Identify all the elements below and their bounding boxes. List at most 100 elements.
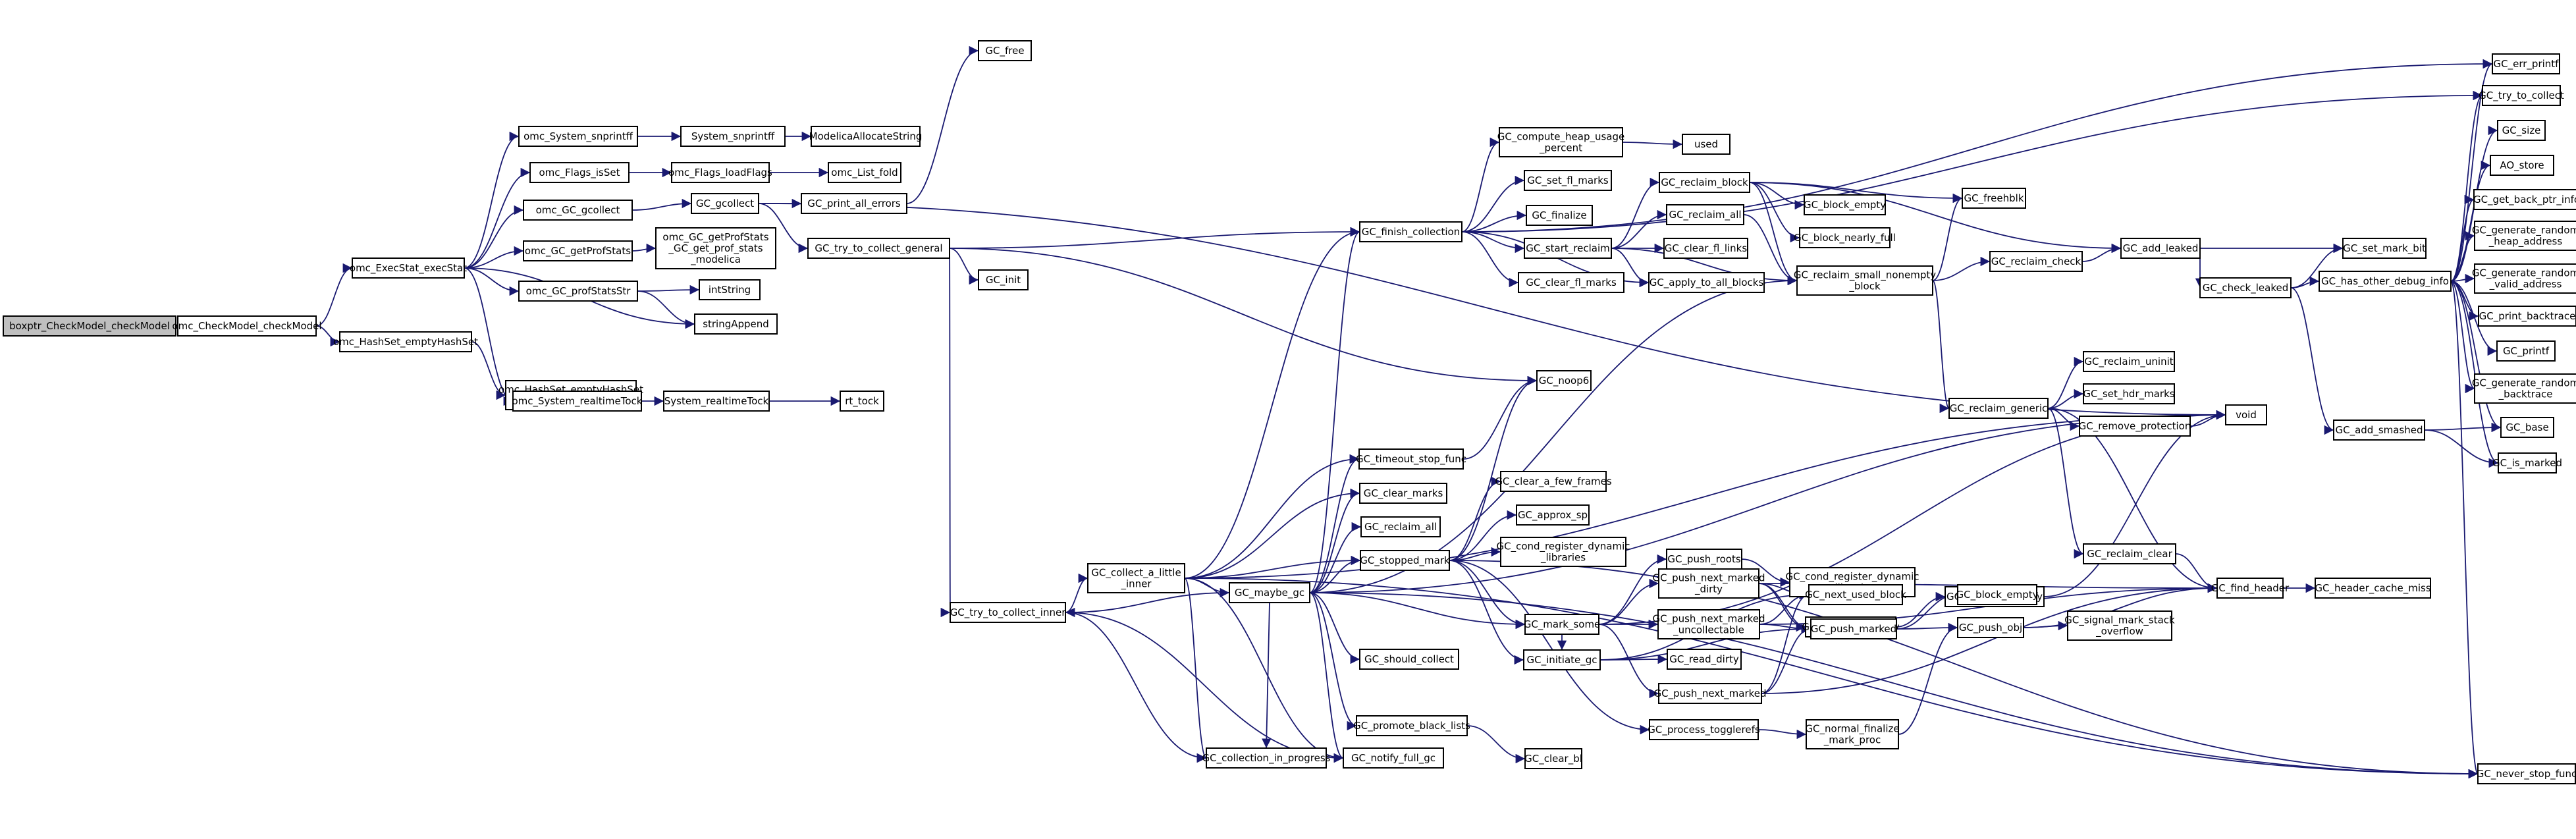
- node-boxptr-checkmodel-checkmodel[interactable]: boxptr_CheckModel_checkModel: [3, 315, 176, 337]
- node-gc-err-printf[interactable]: GC_err_printf: [2492, 53, 2560, 74]
- node-gc-clear-a-few-frames[interactable]: GC_clear_a_few_frames: [1495, 471, 1612, 492]
- node-modelicaallocatestring[interactable]: ModelicaAllocateString: [809, 126, 923, 147]
- node-gc-push-obj[interactable]: GC_push_obj: [1957, 617, 2024, 638]
- node-gc-generate-random-valid-address[interactable]: GC_generate_random_valid_address: [2472, 263, 2576, 294]
- node-gc-block-nearly-full[interactable]: GC_block_nearly_full: [1794, 227, 1896, 248]
- node-gc-maybe-gc[interactable]: GC_maybe_gc: [1229, 582, 1310, 603]
- node-system-realtimetock[interactable]: System_realtimeTock: [663, 391, 770, 412]
- node-stringappend[interactable]: stringAppend: [694, 313, 778, 335]
- node-gc-clear-fl-marks[interactable]: GC_clear_fl_marks: [1518, 272, 1624, 293]
- node-gc-size[interactable]: GC_size: [2497, 120, 2546, 141]
- node-box: [828, 162, 901, 183]
- node-gc-normal-finalize-mark-proc[interactable]: GC_normal_finalize_mark_proc: [1805, 719, 1900, 749]
- node-gc-never-stop-func[interactable]: GC_never_stop_func: [2477, 763, 2576, 784]
- node-gc-clear-fl-links[interactable]: GC_clear_fl_links: [1663, 238, 1748, 259]
- node-gc-collection-in-progress[interactable]: GC_collection_in_progress: [1202, 747, 1331, 769]
- node-gc-notify-full-gc[interactable]: GC_notify_full_gc: [1343, 747, 1444, 769]
- node-gc-push-next-marked-dirty[interactable]: GC_push_next_marked_dirty: [1652, 568, 1765, 599]
- node-omc-list-fold[interactable]: omc_List_fold: [828, 162, 901, 183]
- node-gc-set-fl-marks[interactable]: GC_set_fl_marks: [1524, 170, 1612, 191]
- node-void[interactable]: void: [2225, 404, 2267, 425]
- node-gc-reclaim-all[interactable]: GC_reclaim_all: [1666, 204, 1744, 225]
- node-gc-print-backtrace[interactable]: GC_print_backtrace: [2478, 306, 2576, 327]
- node-gc-noop6[interactable]: GC_noop6: [1536, 370, 1592, 391]
- node-gc-promote-black-lists[interactable]: GC_promote_black_lists: [1353, 715, 1470, 736]
- node-gc-process-togglerefs[interactable]: GC_process_togglerefs: [1648, 719, 1760, 740]
- node-omc-gc-getprofstats[interactable]: omc_GC_getProfStats: [523, 240, 633, 261]
- node-gc-set-mark-bit[interactable]: GC_set_mark_bit: [2342, 238, 2427, 259]
- node-gc-base[interactable]: GC_base: [2500, 417, 2554, 438]
- node-ao-store[interactable]: AO_store: [2490, 155, 2554, 176]
- node-gc-reclaim-all[interactable]: GC_reclaim_all: [1360, 516, 1441, 537]
- node-gc-print-all-errors[interactable]: GC_print_all_errors: [801, 193, 907, 214]
- node-gc-block-empty[interactable]: GC_block_empty: [1956, 584, 2039, 605]
- node-omc-flags-isset[interactable]: omc_Flags_isSet: [529, 162, 630, 183]
- node-label: AO_store: [2500, 159, 2544, 172]
- node-gc-generate-random-heap-address[interactable]: GC_generate_random_heap_address: [2472, 221, 2576, 251]
- node-gc-reclaim-uninit[interactable]: GC_reclaim_uninit: [2083, 351, 2175, 372]
- node-omc-system-snprintff[interactable]: omc_System_snprintff: [518, 126, 638, 147]
- node-gc-freehblk[interactable]: GC_freehblk: [1962, 188, 2026, 209]
- node-gc-start-reclaim[interactable]: GC_start_reclaim: [1524, 238, 1612, 259]
- node-omc-flags-loadflags[interactable]: omc_Flags_loadFlags: [668, 162, 772, 183]
- node-gc-gcollect[interactable]: GC_gcollect: [691, 193, 759, 214]
- node-gc-read-dirty[interactable]: GC_read_dirty: [1667, 649, 1742, 670]
- node-omc-gc-profstatsstr[interactable]: omc_GC_profStatsStr: [518, 281, 638, 302]
- node-gc-check-leaked[interactable]: GC_check_leaked: [2199, 277, 2292, 298]
- node-gc-reclaim-clear[interactable]: GC_reclaim_clear: [2083, 543, 2176, 564]
- node-gc-try-to-collect-general[interactable]: GC_try_to_collect_general: [807, 238, 950, 259]
- edge-n48-n59: [1598, 554, 1667, 625]
- node-gc-signal-mark-stack-overflow[interactable]: GC_signal_mark_stack_overflow: [2064, 610, 2175, 641]
- node-gc-should-collect[interactable]: GC_should_collect: [1359, 649, 1459, 670]
- node-gc-try-to-collect-inner[interactable]: GC_try_to_collect_inner: [950, 602, 1067, 623]
- node-gc-clear-bl[interactable]: GC_clear_bl: [1524, 748, 1582, 769]
- node-gc-initiate-gc[interactable]: GC_initiate_gc: [1523, 649, 1601, 670]
- node-gc-collect-a-little-inner[interactable]: GC_collect_a_little_inner: [1087, 563, 1185, 593]
- node-gc-has-other-debug-info[interactable]: GC_has_other_debug_info: [2319, 271, 2452, 292]
- node-gc-try-to-collect[interactable]: GC_try_to_collect: [2479, 85, 2564, 106]
- node-gc-push-marked[interactable]: GC_push_marked: [1810, 618, 1897, 639]
- node-gc-set-hdr-marks[interactable]: GC_set_hdr_marks: [2083, 383, 2175, 404]
- node-gc-add-leaked[interactable]: GC_add_leaked: [2120, 238, 2201, 259]
- node-omc-gc-getprofstats-gc-get-prof-stats-modelica[interactable]: omc_GC_getProfStats_GC_get_prof_stats_mo…: [655, 227, 776, 269]
- node-omc-gc-gcollect[interactable]: omc_GC_gcollect: [523, 200, 633, 221]
- node-gc-next-used-block[interactable]: GC_next_used_block: [1805, 584, 1906, 605]
- node-gc-mark-some[interactable]: GC_mark_some: [1524, 614, 1601, 635]
- node-gc-is-marked[interactable]: GC_is_marked: [2492, 452, 2562, 474]
- node-gc-init[interactable]: GC_init: [978, 269, 1029, 290]
- node-omc-hashset-emptyhashset[interactable]: omc_HashSet_emptyHashSet: [333, 331, 478, 352]
- node-gc-reclaim-block[interactable]: GC_reclaim_block: [1659, 172, 1750, 193]
- node-gc-reclaim-generic[interactable]: GC_reclaim_generic: [1948, 398, 2049, 419]
- node-gc-push-next-marked-uncollectable[interactable]: GC_push_next_marked_uncollectable: [1652, 609, 1765, 639]
- node-intstring[interactable]: intString: [699, 279, 761, 300]
- node-gc-finalize[interactable]: GC_finalize: [1526, 205, 1593, 226]
- node-box: [1806, 719, 1899, 749]
- node-gc-remove-protection[interactable]: GC_remove_protection: [2079, 416, 2191, 437]
- node-gc-free[interactable]: GC_free: [978, 40, 1032, 61]
- node-gc-apply-to-all-blocks[interactable]: GC_apply_to_all_blocks: [1648, 272, 1765, 293]
- node-gc-add-smashed[interactable]: GC_add_smashed: [2333, 420, 2425, 441]
- node-rt-tock[interactable]: rt_tock: [840, 391, 884, 412]
- node-gc-stopped-mark[interactable]: GC_stopped_mark: [1360, 550, 1450, 571]
- node-gc-push-roots[interactable]: GC_push_roots: [1666, 549, 1742, 570]
- node-gc-reclaim-small-nonempty-block[interactable]: GC_reclaim_small_nonempty_block: [1794, 265, 1936, 296]
- node-gc-reclaim-check[interactable]: GC_reclaim_check: [1989, 251, 2083, 272]
- node-system-snprintff[interactable]: System_snprintff: [680, 126, 786, 147]
- node-gc-push-next-marked[interactable]: GC_push_next_marked: [1653, 683, 1767, 704]
- node-gc-cond-register-dynamic-libraries[interactable]: GC_cond_register_dynamic_libraries: [1496, 537, 1630, 567]
- node-gc-clear-marks[interactable]: GC_clear_marks: [1359, 483, 1447, 504]
- node-gc-block-empty[interactable]: GC_block_empty: [1804, 194, 1886, 215]
- node-omc-execstat-execstat[interactable]: omc_ExecStat_execStat: [350, 257, 467, 279]
- node-gc-get-back-ptr-info[interactable]: GC_get_back_ptr_info: [2473, 189, 2576, 210]
- node-omc-system-realtimetock[interactable]: omc_System_realtimeTock: [512, 391, 643, 412]
- node-gc-timeout-stop-func[interactable]: GC_timeout_stop_func: [1356, 448, 1466, 470]
- node-gc-find-header[interactable]: GC_find_header: [2211, 578, 2290, 599]
- node-gc-header-cache-miss[interactable]: GC_header_cache_miss: [2315, 578, 2431, 599]
- node-used[interactable]: used: [1682, 134, 1731, 155]
- node-gc-finish-collection[interactable]: GC_finish_collection: [1359, 221, 1462, 242]
- node-gc-compute-heap-usage-percent[interactable]: GC_compute_heap_usage_percent: [1497, 127, 1624, 157]
- node-gc-printf[interactable]: GC_printf: [2496, 340, 2556, 362]
- node-gc-approx-sp[interactable]: GC_approx_sp: [1516, 504, 1590, 526]
- node-gc-generate-random-backtrace[interactable]: GC_generate_random_backtrace: [2472, 373, 2576, 404]
- node-omc-checkmodel-checkmodel[interactable]: omc_CheckModel_checkModel: [172, 315, 322, 337]
